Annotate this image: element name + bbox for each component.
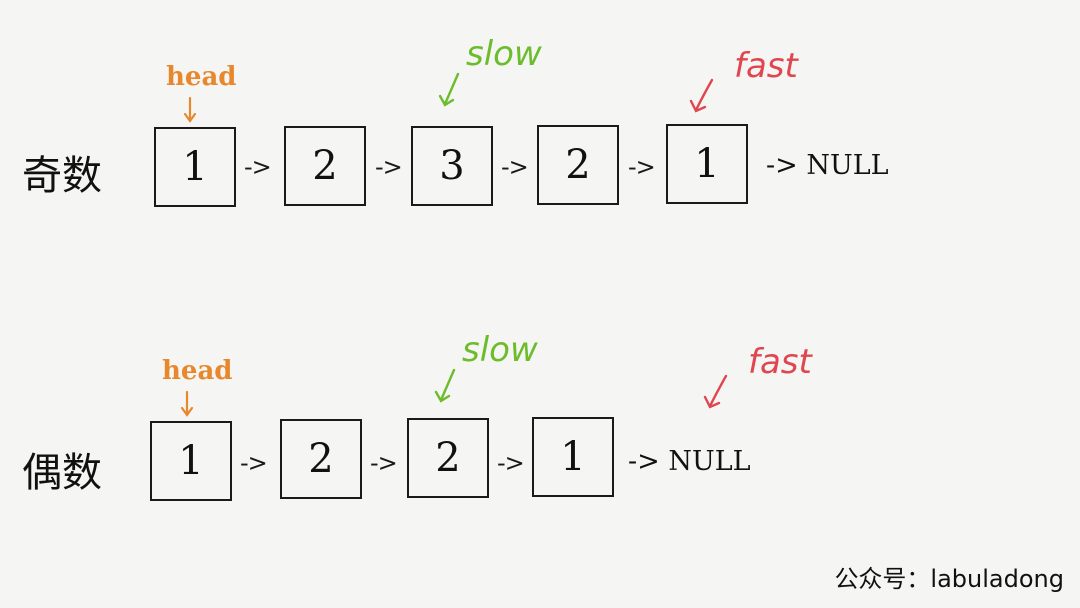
list-node: 2 xyxy=(280,419,362,499)
link-arrow: -> xyxy=(375,153,403,181)
list-node: 1 xyxy=(532,417,614,497)
head-label: head xyxy=(162,356,233,386)
list-node: 1 xyxy=(666,124,748,204)
head-arrow-icon xyxy=(183,96,197,123)
list-node: 1 xyxy=(150,421,232,501)
list-node: 2 xyxy=(537,125,619,205)
fast-label: fast xyxy=(748,342,812,382)
head-arrow-icon xyxy=(180,390,194,417)
list-node: 1 xyxy=(154,127,236,207)
slow-arrow-icon xyxy=(438,72,460,107)
slow-label: slow xyxy=(462,330,538,370)
link-arrow: -> xyxy=(240,449,268,477)
fast-arrow-icon xyxy=(703,374,728,409)
slow-arrow-icon xyxy=(434,368,456,403)
list-node: 3 xyxy=(411,126,493,206)
fast-label: fast xyxy=(734,46,798,86)
slow-label: slow xyxy=(466,34,542,74)
list-node: 2 xyxy=(284,126,366,206)
null-terminator: -> NULL xyxy=(628,446,751,477)
row-label-even: 偶数 xyxy=(22,450,102,496)
watermark: 公众号：labuladong xyxy=(834,565,1064,593)
row-label-odd: 奇数 xyxy=(22,153,102,199)
head-label: head xyxy=(166,62,237,92)
null-terminator: -> NULL xyxy=(766,150,889,181)
link-arrow: -> xyxy=(370,449,398,477)
link-arrow: -> xyxy=(628,153,656,181)
fast-arrow-icon xyxy=(689,78,714,113)
list-node: 2 xyxy=(407,418,489,498)
link-arrow: -> xyxy=(244,153,272,181)
link-arrow: -> xyxy=(501,153,529,181)
link-arrow: -> xyxy=(497,449,525,477)
